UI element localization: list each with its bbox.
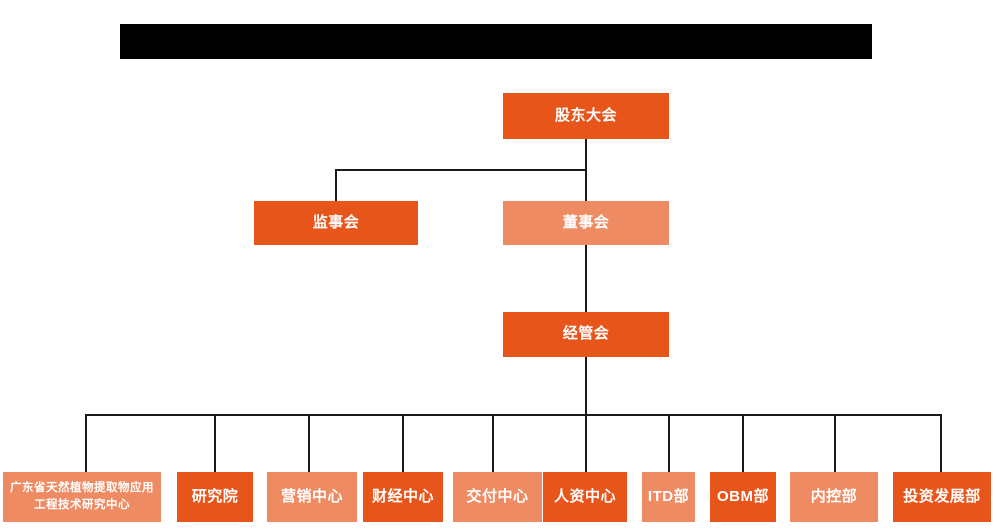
connector-drop-finance-center <box>402 414 404 472</box>
node-label-hr-center: 人资中心 <box>553 487 616 505</box>
node-itd-department[interactable]: ITD部 <box>642 472 695 522</box>
connector-drop-hr-center <box>585 414 587 472</box>
node-label-management-committee: 经管会 <box>562 325 610 343</box>
connector-drop-delivery-center <box>492 414 494 472</box>
node-board-of-supervisors[interactable]: 监事会 <box>254 201 418 245</box>
node-delivery-center[interactable]: 交付中心 <box>453 472 542 522</box>
connector-drop-investment-development-department <box>940 414 942 472</box>
node-research-institute[interactable]: 研究院 <box>177 472 253 522</box>
connector-management-down <box>585 357 587 415</box>
node-guangdong-research-center[interactable]: 广东省天然植物提取物应用工程技术研究中心 <box>3 472 161 522</box>
connector-drop-guangdong-research-center <box>85 414 87 472</box>
node-investment-development-department[interactable]: 投资发展部 <box>893 472 991 522</box>
node-label-guangdong-research-center: 广东省天然植物提取物应用工程技术研究中心 <box>10 482 154 511</box>
node-label-research-institute: 研究院 <box>191 487 239 505</box>
node-label-investment-development-department: 投资发展部 <box>903 487 981 505</box>
node-label-internal-control-department: 内控部 <box>810 487 858 505</box>
connector-drop-marketing-center <box>308 414 310 472</box>
node-label-board-of-supervisors: 监事会 <box>312 213 360 231</box>
node-marketing-center[interactable]: 营销中心 <box>267 472 357 522</box>
node-label-marketing-center: 营销中心 <box>280 487 343 505</box>
node-label-itd-department: ITD部 <box>647 487 690 505</box>
connector-shareholders-horizontal <box>335 169 586 171</box>
connector-directors-to-management <box>585 244 587 312</box>
connector-shareholders-down <box>585 139 587 170</box>
node-board-of-directors[interactable]: 董事会 <box>503 201 669 245</box>
node-management-committee[interactable]: 经管会 <box>503 312 669 357</box>
node-label-board-of-directors: 董事会 <box>562 213 610 231</box>
node-label-obm-department: OBM部 <box>717 487 769 505</box>
connector-supervisors-down <box>335 169 337 201</box>
redacted-title-bar <box>120 24 872 59</box>
node-shareholders-meeting[interactable]: 股东大会 <box>503 93 669 139</box>
node-obm-department[interactable]: OBM部 <box>710 472 776 522</box>
node-label-delivery-center: 交付中心 <box>466 487 529 505</box>
connector-drop-internal-control-department <box>834 414 836 472</box>
connector-level4-bus <box>85 414 941 416</box>
node-finance-center[interactable]: 财经中心 <box>363 472 443 522</box>
node-label-shareholders-meeting: 股东大会 <box>554 106 617 124</box>
node-internal-control-department[interactable]: 内控部 <box>790 472 878 522</box>
connector-drop-obm-department <box>742 414 744 472</box>
node-hr-center[interactable]: 人资中心 <box>543 472 627 522</box>
connector-drop-itd-department <box>668 414 670 472</box>
connector-drop-research-institute <box>214 414 216 472</box>
node-label-finance-center: 财经中心 <box>371 487 434 505</box>
connector-directors-down <box>585 169 587 201</box>
